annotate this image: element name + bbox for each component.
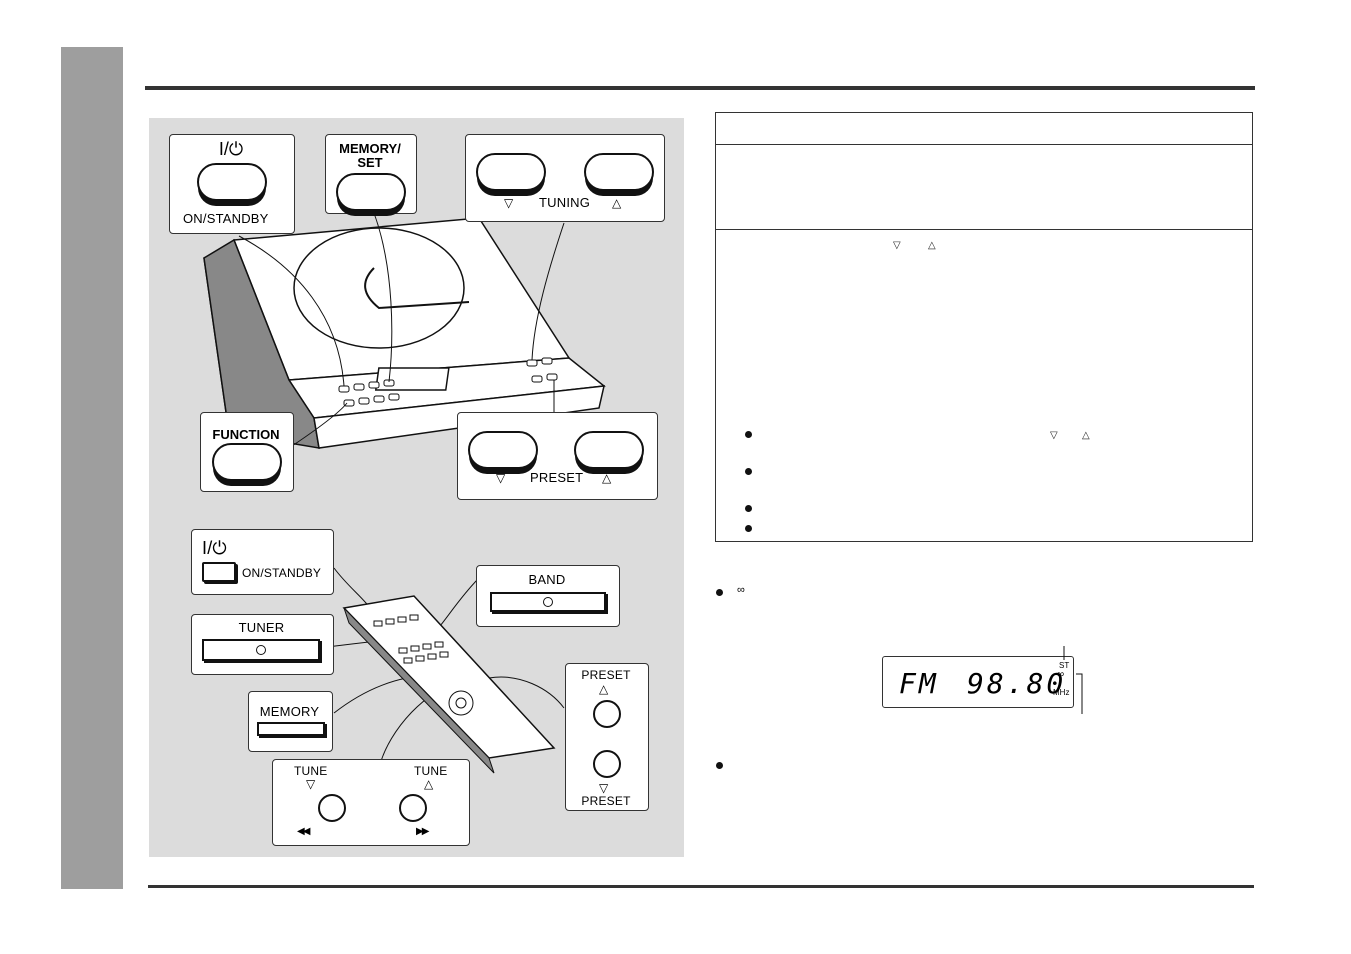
instructions-table: ▽ △ ▽ △: [715, 112, 1253, 542]
tuning-up-button[interactable]: [584, 153, 654, 191]
tuner-button[interactable]: [202, 639, 320, 661]
power-callout: I/⏻ ON/STANDBY: [169, 134, 295, 234]
lcd-frequency: 98.80: [967, 667, 1067, 700]
top-rule: [145, 86, 1255, 90]
memory-button[interactable]: [257, 722, 325, 736]
preset-callout: ▽ PRESET △: [457, 412, 658, 500]
st-indicator: ST: [1059, 661, 1070, 670]
memory-set-label-1: MEMORY/: [339, 141, 401, 156]
down-triangle-icon: ▽: [504, 196, 514, 210]
tuning-label: TUNING: [539, 195, 591, 210]
lcd-band: FM: [899, 667, 939, 700]
tuner-dot-icon: [256, 645, 266, 655]
tuning-down-button[interactable]: [476, 153, 546, 191]
rewind-icon: ◀◀: [297, 826, 310, 837]
bullet: [745, 525, 752, 532]
memory-set-callout: MEMORY/ SET: [325, 134, 417, 214]
bottom-rule: [148, 885, 1254, 888]
remote-on-standby-button[interactable]: [202, 562, 236, 582]
band-callout: BAND: [476, 565, 620, 627]
function-button[interactable]: [212, 443, 282, 481]
remote-preset-callout: PRESET △ ▽ PRESET: [565, 663, 649, 811]
band-dot-icon: [543, 597, 553, 607]
power-symbol: I/⏻: [218, 139, 244, 159]
function-callout: FUNCTION: [200, 412, 294, 492]
lcd-leader-lines: [1063, 646, 1083, 714]
preset-bottom-label: PRESET: [581, 794, 631, 808]
bullet: [745, 431, 752, 438]
remote-power-symbol: I/⏻: [202, 538, 227, 558]
stereo-icon: ∞: [737, 584, 745, 596]
preset-down-round-button[interactable]: [593, 750, 621, 778]
down-triangle-icon: ▽: [306, 777, 316, 791]
down-triangle-icon: ▽: [599, 781, 609, 795]
remote-power-callout: I/⏻ ON/STANDBY: [191, 529, 334, 595]
up-triangle-icon: △: [424, 777, 434, 791]
up-triangle-icon: △: [602, 471, 612, 485]
tune-left-label: TUNE: [294, 764, 328, 778]
device-drawing: [203, 212, 606, 774]
illustration-panel: I/⏻ ON/STANDBY MEMORY/ SET ▽ TUNING △ FU…: [149, 118, 684, 857]
band-label: BAND: [528, 572, 566, 587]
preset-down-button[interactable]: [468, 431, 538, 469]
tuning-callout: ▽ TUNING △: [465, 134, 665, 222]
up-triangle-icon: △: [599, 682, 609, 696]
memory-set-button[interactable]: [336, 173, 406, 211]
lcd-display: FM 98.80 ST ∞ MHz: [882, 656, 1074, 708]
up-triangle-icon: △: [1082, 430, 1090, 441]
side-tab: [61, 47, 123, 889]
preset-top-label: PRESET: [581, 668, 631, 682]
up-triangle-icon: △: [612, 196, 622, 210]
tune-callout: TUNE ▽ TUNE △ ◀◀ ▶▶: [272, 759, 470, 846]
band-button[interactable]: [490, 592, 606, 612]
mhz-label: MHz: [1053, 688, 1070, 697]
bullet: [745, 505, 752, 512]
on-standby-label: ON/STANDBY: [183, 211, 269, 226]
down-triangle-icon: ▽: [893, 240, 901, 251]
preset-up-button[interactable]: [574, 431, 644, 469]
memory-set-label-2: SET: [357, 155, 383, 170]
memory-label: MEMORY: [259, 704, 320, 719]
down-triangle-icon: ▽: [1050, 430, 1058, 441]
function-label: FUNCTION: [212, 427, 280, 442]
bullet: [745, 468, 752, 475]
stereo-indicator-icon: ∞: [1057, 669, 1065, 680]
tune-up-round-button[interactable]: [399, 794, 427, 822]
preset-up-round-button[interactable]: [593, 700, 621, 728]
tuner-callout: TUNER: [191, 614, 334, 675]
bullet: [716, 762, 723, 769]
remote-on-standby-label: ON/STANDBY: [242, 566, 322, 580]
table-divider: [716, 144, 1252, 145]
tune-down-round-button[interactable]: [318, 794, 346, 822]
bullet: [716, 589, 723, 596]
up-triangle-icon: △: [928, 240, 936, 251]
fast-forward-icon: ▶▶: [416, 826, 429, 837]
down-triangle-icon: ▽: [496, 471, 506, 485]
on-standby-button[interactable]: [197, 163, 267, 201]
tuner-label: TUNER: [238, 620, 285, 635]
tune-right-label: TUNE: [414, 764, 448, 778]
table-divider: [716, 229, 1252, 230]
memory-callout: MEMORY: [248, 691, 333, 752]
preset-label: PRESET: [530, 470, 584, 485]
